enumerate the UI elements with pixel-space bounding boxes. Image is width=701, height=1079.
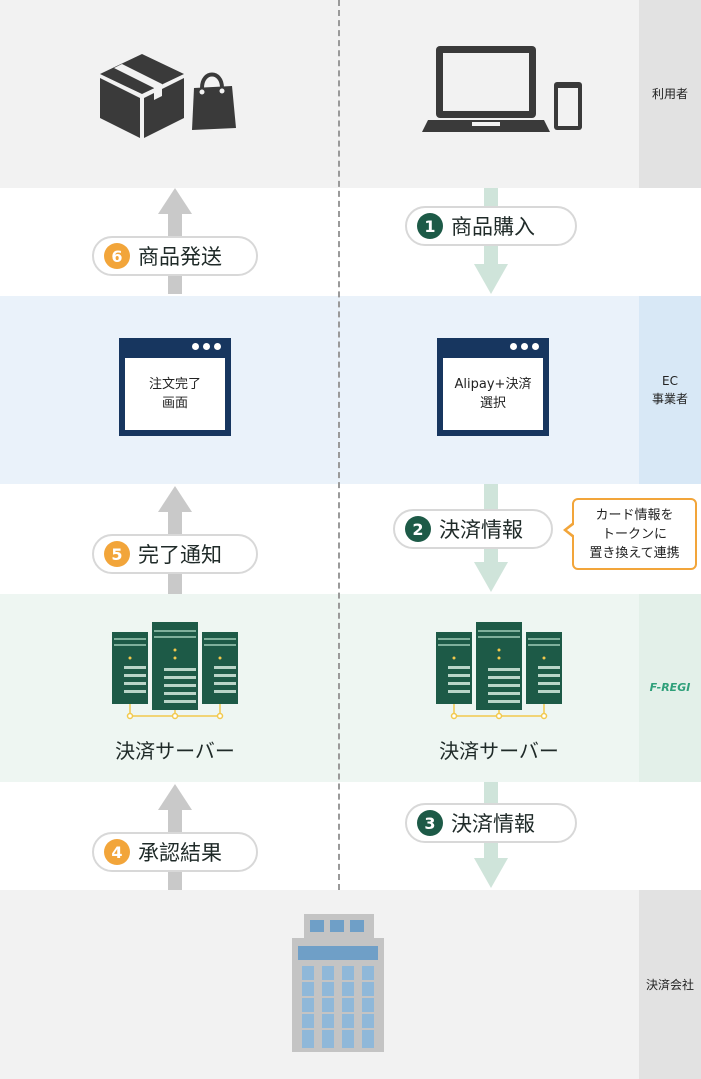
alipay-select-line1: Alipay+決済 — [454, 377, 532, 392]
callout-line1: カード情報を — [595, 508, 674, 523]
server-label-right: 決済サーバー — [439, 739, 559, 763]
alipay-select-screen: Alipay+決済 選択 — [437, 338, 549, 436]
user-label-text: 利用者 — [651, 87, 688, 101]
step-5-label: 完了通知 — [138, 543, 222, 567]
server-label-left: 決済サーバー — [115, 739, 235, 763]
callout-line2: トークンに — [601, 527, 667, 542]
order-complete-text: 注文完了 画面 — [125, 358, 225, 430]
step-6-pill: 6 商品発送 — [92, 236, 258, 276]
arrow-head-1 — [474, 264, 508, 294]
office-building-icon — [292, 914, 384, 1052]
payment-label-text: 決済会社 — [645, 977, 694, 992]
step-3-pill: 3 決済情報 — [405, 803, 577, 843]
window-dots-icon — [192, 343, 221, 350]
step-2-label: 決済情報 — [439, 518, 523, 542]
step-4-label: 承認結果 — [138, 841, 222, 865]
step-5-pill: 5 完了通知 — [92, 534, 258, 574]
step-4-number: 4 — [104, 839, 130, 865]
alipay-select-text: Alipay+決済 選択 — [443, 358, 543, 430]
step-3-label: 決済情報 — [451, 812, 535, 836]
ec-row-label: EC 事業者 — [639, 296, 701, 484]
shopping-bag-icon — [192, 72, 236, 130]
step-6-label: 商品発送 — [138, 245, 222, 269]
fregi-row-label: F-REGI — [639, 594, 701, 782]
callout-tail-inner — [567, 524, 575, 536]
server-rack-icon-right — [436, 622, 562, 720]
step-2-pill: 2 決済情報 — [393, 509, 553, 549]
center-divider — [338, 0, 340, 890]
order-complete-screen: 注文完了 画面 — [119, 338, 231, 436]
step-3-number: 3 — [417, 810, 443, 836]
window-titlebar — [119, 338, 231, 356]
ec-label-line1: EC — [662, 374, 678, 388]
step-1-pill: 1 商品購入 — [405, 206, 577, 246]
step-1-number: 1 — [417, 213, 443, 239]
arrow-head-5 — [158, 486, 192, 512]
payment-row-label: 決済会社 — [639, 890, 701, 1079]
alipay-select-line2: 選択 — [479, 396, 506, 411]
token-callout: カード情報を トークンに 置き換えて連携 — [563, 498, 697, 570]
order-complete-line2: 画面 — [161, 396, 188, 411]
step-6-number: 6 — [104, 243, 130, 269]
smartphone-icon — [554, 82, 582, 130]
arrow-head-2 — [474, 562, 508, 592]
ec-label-line2: 事業者 — [651, 392, 688, 406]
arrow-head-6 — [158, 188, 192, 214]
callout-line3: 置き換えて連携 — [589, 546, 680, 561]
window-titlebar — [437, 338, 549, 356]
step-2-number: 2 — [405, 516, 431, 542]
package-icon — [100, 54, 184, 138]
arrow-heads — [158, 188, 508, 888]
server-rack-icon-left — [112, 622, 238, 720]
order-complete-line1: 注文完了 — [148, 377, 201, 392]
step-4-pill: 4 承認結果 — [92, 832, 258, 872]
user-row-label: 利用者 — [639, 0, 701, 188]
arrow-head-3 — [474, 858, 508, 888]
step-1-label: 商品購入 — [451, 215, 535, 239]
arrow-head-4 — [158, 784, 192, 810]
laptop-icon — [422, 46, 550, 132]
step-5-number: 5 — [104, 541, 130, 567]
fregi-logo: F-REGI — [649, 681, 691, 694]
window-dots-icon — [510, 343, 539, 350]
